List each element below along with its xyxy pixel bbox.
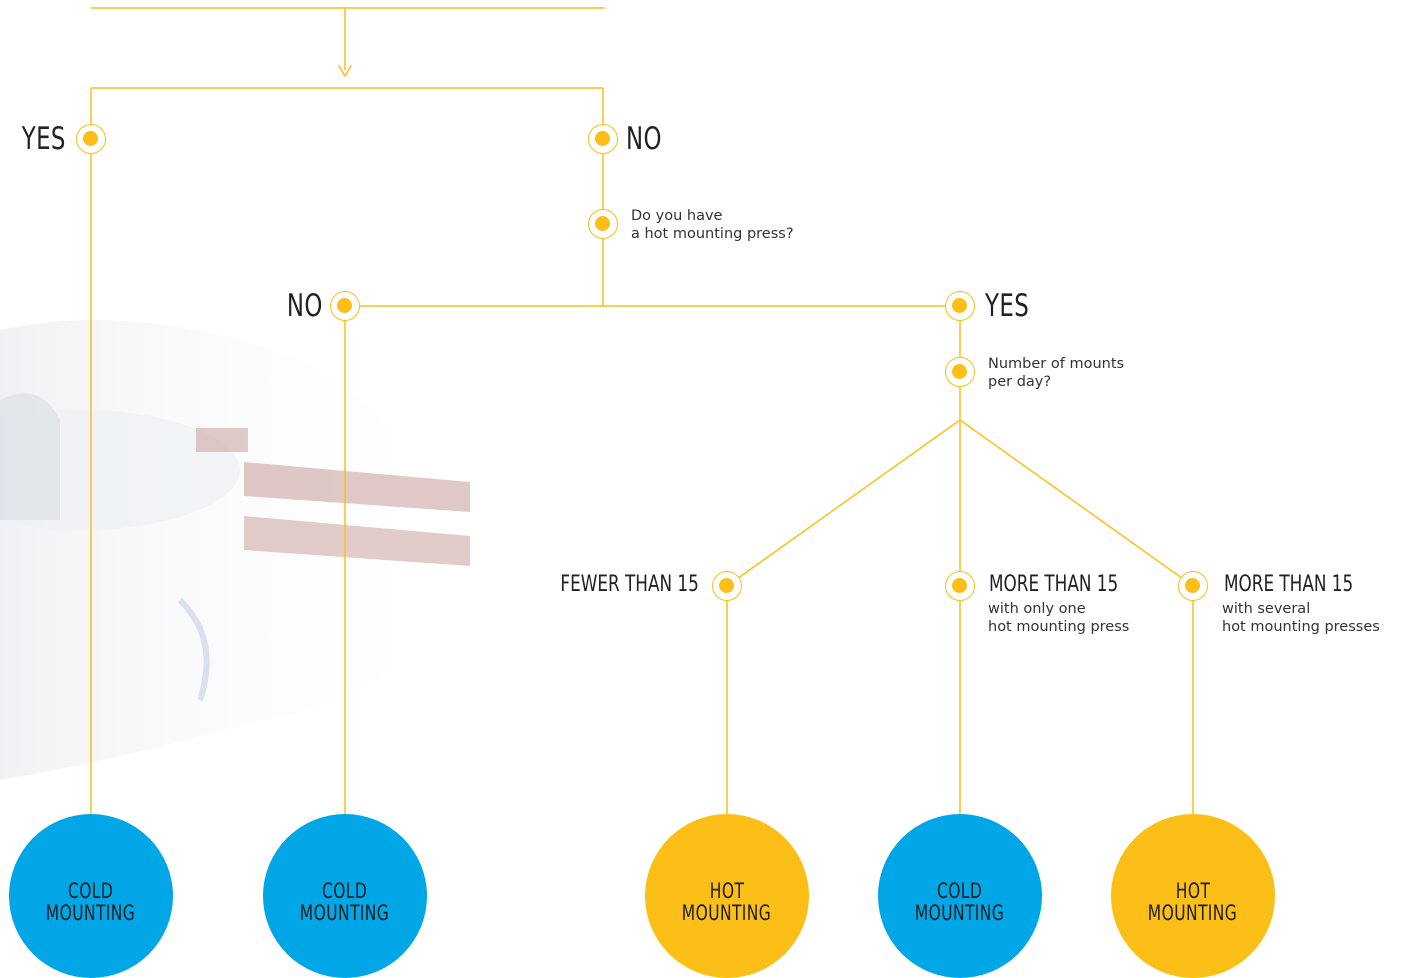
result-3-line-1: HOT (709, 879, 745, 903)
more-several-note-line-1: with several (1222, 601, 1311, 617)
node-fewer (712, 571, 742, 601)
result-hot-mounting-2: HOT MOUNTING (1111, 814, 1275, 978)
result-1-line-1: COLD (68, 879, 114, 903)
question-mounts-line-2: per day? (988, 374, 1052, 390)
several-diagonal (959, 419, 1194, 587)
node-top-no (588, 124, 618, 154)
top-yes-label: YES (21, 121, 66, 157)
question-press-line-1: Do you have (631, 208, 723, 224)
node-top-yes (76, 124, 106, 154)
result-hot-mounting-1: HOT MOUNTING (645, 814, 809, 978)
node-more-one (945, 571, 975, 601)
result-5-line-2: MOUNTING (1148, 901, 1238, 925)
result-cold-mounting-3: COLD MOUNTING (878, 814, 1042, 978)
node-press-no (330, 291, 360, 321)
result-3-line-2: MOUNTING (682, 901, 772, 925)
result-cold-mounting-1: COLD MOUNTING (9, 814, 173, 978)
question-mounts: Number of mounts per day? (988, 355, 1124, 391)
more-one-label: MORE THAN 15 (989, 572, 1119, 597)
fewer-diagonal (726, 419, 961, 587)
node-question-mounts (945, 357, 975, 387)
result-4-line-1: COLD (937, 879, 983, 903)
node-more-several (1178, 571, 1208, 601)
result-1-line-2: MOUNTING (46, 901, 136, 925)
question-press: Do you have a hot mounting press? (631, 207, 794, 243)
more-several-note-line-2: hot mounting presses (1222, 619, 1380, 635)
result-2-line-1: COLD (322, 879, 368, 903)
more-one-note-line-2: hot mounting press (988, 619, 1130, 635)
question-press-line-2: a hot mounting press? (631, 226, 794, 242)
result-5-line-1: HOT (1175, 879, 1211, 903)
top-no-label: NO (626, 121, 662, 157)
result-2-line-2: MOUNTING (300, 901, 390, 925)
arrow-top (338, 65, 352, 78)
more-several-label: MORE THAN 15 (1224, 572, 1354, 597)
more-several-note: with several hot mounting presses (1222, 600, 1380, 636)
fewer-label: FEWER THAN 15 (560, 572, 699, 597)
press-no-label: NO (287, 288, 323, 324)
node-question-press (588, 209, 618, 239)
result-cold-mounting-2: COLD MOUNTING (263, 814, 427, 978)
press-yes-label: YES (985, 288, 1030, 324)
question-mounts-line-1: Number of mounts (988, 356, 1125, 372)
node-press-yes (945, 291, 975, 321)
result-4-line-2: MOUNTING (915, 901, 1005, 925)
more-one-note-line-1: with only one (988, 601, 1086, 617)
more-one-note: with only one hot mounting press (988, 600, 1129, 636)
